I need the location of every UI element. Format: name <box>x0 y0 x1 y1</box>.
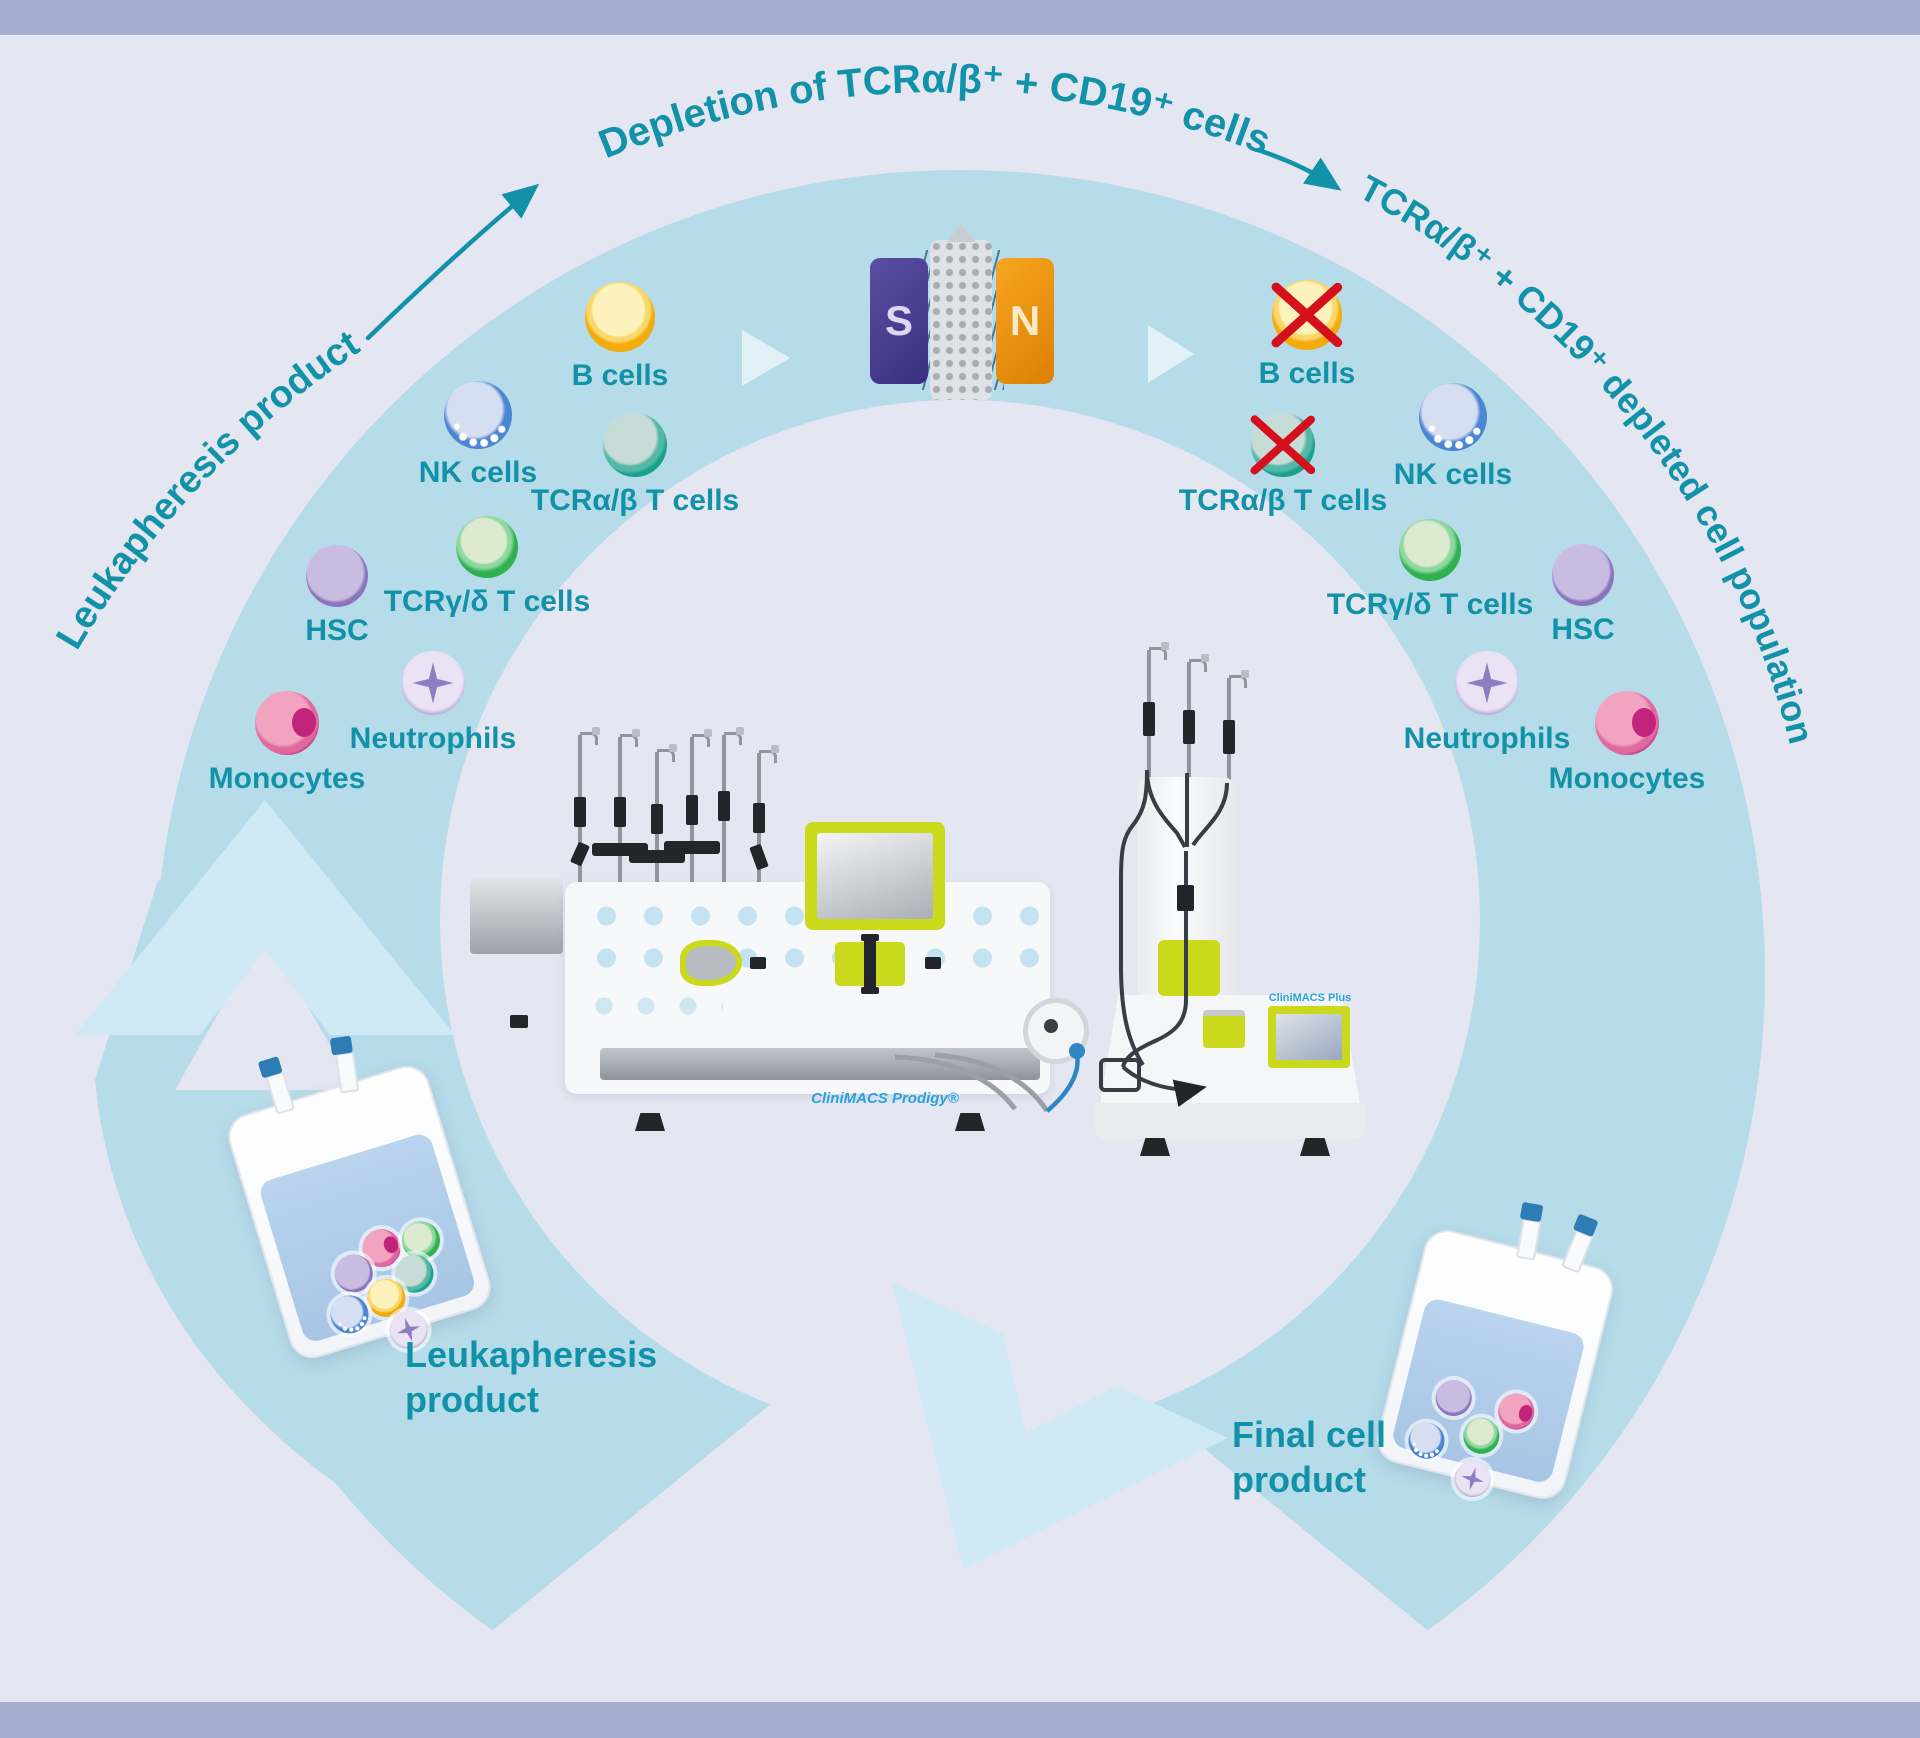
cell-label: HSC <box>1551 613 1615 646</box>
iv-pole <box>749 745 779 882</box>
cell-label: Monocytes <box>208 762 366 795</box>
b-cell-icon <box>585 282 655 352</box>
magnet-south-pole: S <box>870 258 928 384</box>
magnet-north-label: N <box>1009 297 1041 344</box>
tcrab-cell-icon <box>603 413 667 477</box>
cell-label: B cells <box>571 359 669 392</box>
centrifuge-module <box>470 878 563 954</box>
bottom-frame-bar <box>0 1702 1920 1738</box>
arrow-to-depletion <box>365 183 540 341</box>
iv-spike <box>1143 642 1169 780</box>
cell-group-mono: Monocytes <box>147 691 427 795</box>
cell-label: TCRγ/δ T cells <box>383 585 591 618</box>
bag-cell-nk-icon <box>1404 1418 1449 1463</box>
cell-group-mono: Monocytes <box>1487 691 1767 795</box>
cell-label: B cells <box>1258 357 1356 390</box>
clip <box>510 1015 528 1028</box>
device-foot <box>635 1113 665 1131</box>
b-cell-icon <box>1272 280 1342 350</box>
cell-label: NK cells <box>418 456 538 489</box>
top-frame-bar <box>0 0 1920 35</box>
red-x-icon <box>1272 280 1342 350</box>
iv-pole <box>718 727 744 882</box>
cell-group-hsc: HSC <box>197 545 477 647</box>
bag-port <box>265 1071 296 1115</box>
mono-cell-icon <box>1595 691 1659 755</box>
device-foot <box>1300 1138 1330 1156</box>
cell-group-hsc: HSC <box>1443 544 1723 646</box>
prodigy-touchscreen <box>805 822 945 930</box>
magnet-south-label: S <box>884 297 913 344</box>
clinimacs-prodigy-device: CliniMACS Prodigy® <box>465 715 1125 1155</box>
magnetic-bead-column-icon <box>930 240 992 400</box>
bag-port <box>1515 1218 1542 1261</box>
iv-spike <box>1183 654 1209 780</box>
hsc-cell-icon <box>1552 544 1614 606</box>
neutro-cell-icon <box>1455 651 1519 715</box>
final-cell-product-label: Final cell product <box>1232 1414 1387 1500</box>
tubing-port-dots <box>583 987 723 1027</box>
bag-contents <box>257 1131 478 1354</box>
cell-label: TCRγ/δ T cells <box>1326 588 1534 621</box>
clinimacs-plus-device: CliniMACS Plus <box>1085 640 1415 1170</box>
cell-group-b: B cells <box>1167 280 1447 390</box>
nk-cell-icon <box>444 381 512 449</box>
up-arrow-chevron <box>75 800 455 1035</box>
cell-group-nk: NK cells <box>1313 383 1593 491</box>
plus-tubing <box>1099 769 1229 1107</box>
iv-pole <box>664 729 720 882</box>
flow-triangle-right <box>1148 325 1194 383</box>
bag-contents <box>1390 1296 1587 1501</box>
iv-pole <box>629 744 685 882</box>
clip <box>750 957 766 969</box>
leukapheresis-product-label: Leukapheresis product <box>405 1334 658 1420</box>
device-foot <box>1140 1138 1170 1156</box>
curved-caption-right: TCRα/β⁺ + CD19⁺ depleted cell population <box>1353 167 1822 748</box>
cell-group-tcrgd: TCRγ/δ T cells <box>347 516 627 618</box>
cell-label: TCRα/β T cells <box>1178 484 1388 517</box>
hsc-cell-icon <box>306 545 368 607</box>
bag-cell-hsc-icon <box>1431 1376 1476 1420</box>
nk-cell-icon <box>1419 383 1487 451</box>
iv-pole <box>592 729 648 882</box>
bag-port <box>334 1051 360 1094</box>
bag-cell-neutro-icon <box>1450 1457 1495 1501</box>
cell-label: TCRα/β T cells <box>530 484 740 517</box>
red-x-icon <box>1251 413 1315 477</box>
tcrab-cell-icon <box>1251 413 1315 477</box>
arrow-to-depleted-population <box>1255 147 1342 191</box>
magnet-north-pole: N <box>996 258 1054 384</box>
cell-label: HSC <box>305 614 369 647</box>
leukapheresis-bag <box>222 1051 497 1365</box>
curved-caption-left: Leukapheresis product <box>49 323 368 657</box>
magnet-separation-column: S N <box>868 210 1056 402</box>
cell-label: NK cells <box>1393 458 1513 491</box>
tubing-valve-cassette <box>835 934 905 994</box>
pump-cable <box>894 1043 1085 1113</box>
down-arrow-chevron <box>892 1282 1228 1569</box>
clip <box>925 957 941 969</box>
prodigy-device-label: CliniMACS Prodigy® <box>811 1090 959 1107</box>
bag-cell-mono-icon <box>1494 1389 1539 1434</box>
iv-pole <box>570 727 600 882</box>
final-product-bag <box>1371 1218 1619 1504</box>
cell-group-b: B cells <box>480 282 760 392</box>
tcrgd-cell-icon <box>1399 519 1461 581</box>
bag-port <box>1560 1229 1594 1274</box>
cell-group-tcrab: TCRα/β T cells <box>495 413 775 517</box>
cell-group-tcrgd: TCRγ/δ T cells <box>1290 519 1570 621</box>
tcrgd-cell-icon <box>456 516 518 578</box>
cell-group-tcrab: TCRα/β T cells <box>1143 413 1423 517</box>
bag-cell-tcrgd-icon <box>1459 1413 1504 1458</box>
neutro-cell-icon <box>401 651 465 715</box>
flow-triangle-left <box>742 330 790 386</box>
cell-label: Monocytes <box>1548 762 1706 795</box>
mono-cell-icon <box>255 691 319 755</box>
curved-caption-top: Depletion of TCRα/β⁺ + CD19⁺ cells <box>593 57 1277 167</box>
cell-group-nk: NK cells <box>338 381 618 489</box>
